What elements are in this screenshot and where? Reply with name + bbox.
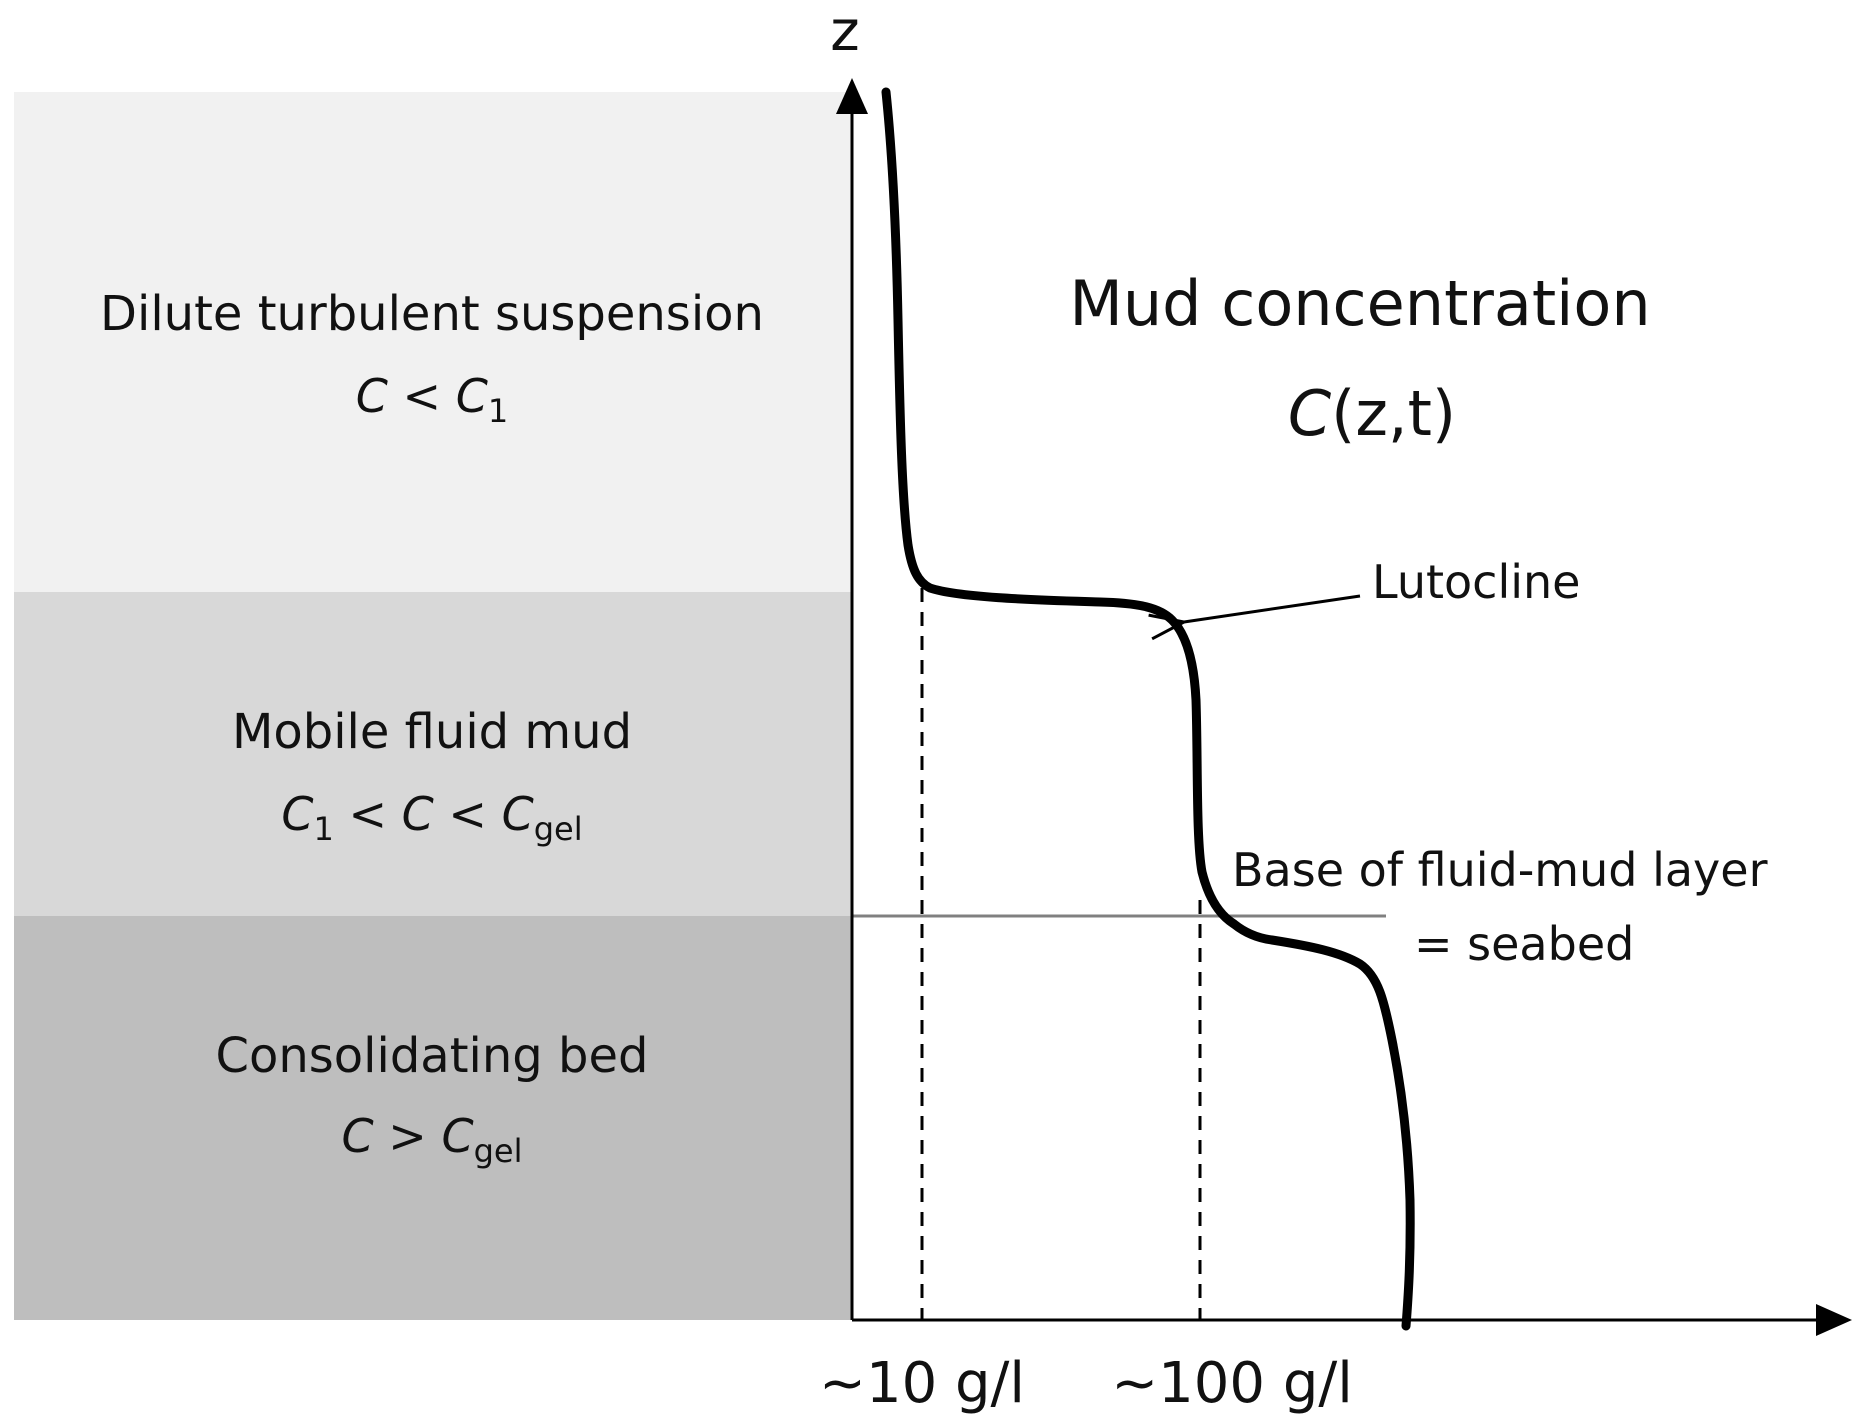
zone-upper-f3: C <box>456 369 488 423</box>
base-label-line1: Base of fluid-mud layer <box>1232 843 1768 897</box>
lutocline-label: Lutocline <box>1372 555 1580 609</box>
zone-mobile-fluid-mud <box>14 592 852 916</box>
z-axis-label: z <box>830 0 859 64</box>
zone-lower-f1: C <box>342 1109 374 1163</box>
zone-middle-f5: < <box>434 787 502 841</box>
zone-upper-name: Dilute turbulent suspension <box>100 286 764 342</box>
zone-dilute-suspension <box>14 92 852 592</box>
zone-middle-f6: C <box>502 787 534 841</box>
zone-upper-f1: C <box>356 369 388 423</box>
profile-formula: C(z,t) <box>1288 377 1456 450</box>
concentration-axis-arrowhead <box>1816 1304 1852 1336</box>
tick-label-10: ~10 g/l <box>819 1351 1025 1416</box>
zone-lower-formula: C > Cgel <box>342 1109 523 1170</box>
z-axis-arrowhead <box>836 78 868 114</box>
zone-lower-f2: > <box>374 1109 442 1163</box>
tick-label-100: ~100 g/l <box>1111 1351 1353 1416</box>
zone-middle-name: Mobile fluid mud <box>232 704 632 760</box>
zone-lower-name: Consolidating bed <box>215 1028 648 1084</box>
zone-middle-f2: 1 <box>314 810 334 848</box>
zone-upper-f2: < <box>388 369 456 423</box>
zone-middle-formula: C1 < C < Cgel <box>281 787 582 848</box>
zone-lower-f4: gel <box>474 1132 523 1170</box>
lutocline-arrow <box>1184 594 1361 622</box>
zone-middle-f3: < <box>334 787 402 841</box>
profile-formula-c: C <box>1288 377 1332 450</box>
profile-formula-rest: (z,t) <box>1331 377 1456 450</box>
zone-upper-f4: 1 <box>488 392 508 430</box>
zone-lower-f3: C <box>441 1109 473 1163</box>
zone-middle-f4: C <box>402 787 434 841</box>
zone-consolidating-bed <box>14 916 852 1320</box>
zone-middle-f1: C <box>281 787 313 841</box>
profile-title: Mud concentration <box>1069 267 1650 340</box>
base-label-line2: = seabed <box>1414 917 1634 971</box>
zone-upper-formula: C < C1 <box>356 369 508 430</box>
zone-middle-f7: gel <box>534 810 583 848</box>
concentration-profile-curve <box>881 87 1415 1331</box>
